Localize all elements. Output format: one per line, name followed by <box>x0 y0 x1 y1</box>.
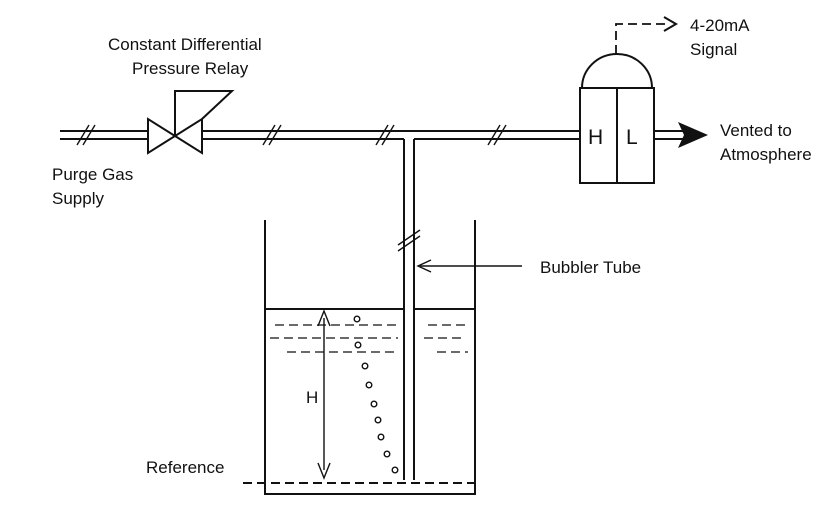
high-port-label: H <box>588 126 603 149</box>
pipe-break-marks <box>76 124 507 252</box>
bubbler-tube-pointer <box>416 259 522 273</box>
purge-gas-label-line2: Supply <box>52 189 104 208</box>
bubbler-tube <box>403 139 415 480</box>
signal-label-line1: 4-20mA <box>690 16 750 35</box>
vent-label-line1: Vented to <box>720 121 792 140</box>
height-label: H <box>306 388 318 407</box>
tank <box>264 220 476 495</box>
signal-line <box>615 16 678 54</box>
relay-label-line2: Pressure Relay <box>132 59 249 78</box>
vent-label-line2: Atmosphere <box>720 145 812 164</box>
relay-valve-icon <box>147 90 235 155</box>
relay-label-line1: Constant Differential <box>108 35 262 54</box>
low-port-label: L <box>626 126 638 149</box>
liquid-surface-dashes <box>270 324 468 353</box>
purge-gas-label-line1: Purge Gas <box>52 165 133 184</box>
height-dimension-arrow <box>317 309 331 480</box>
signal-label-line2: Signal <box>690 40 737 59</box>
reference-label: Reference <box>146 458 224 477</box>
flow-arrow-icon <box>654 122 708 148</box>
bubbles <box>353 315 399 474</box>
bubbler-tube-label: Bubbler Tube <box>540 258 641 277</box>
dp-transmitter-icon <box>579 53 655 184</box>
